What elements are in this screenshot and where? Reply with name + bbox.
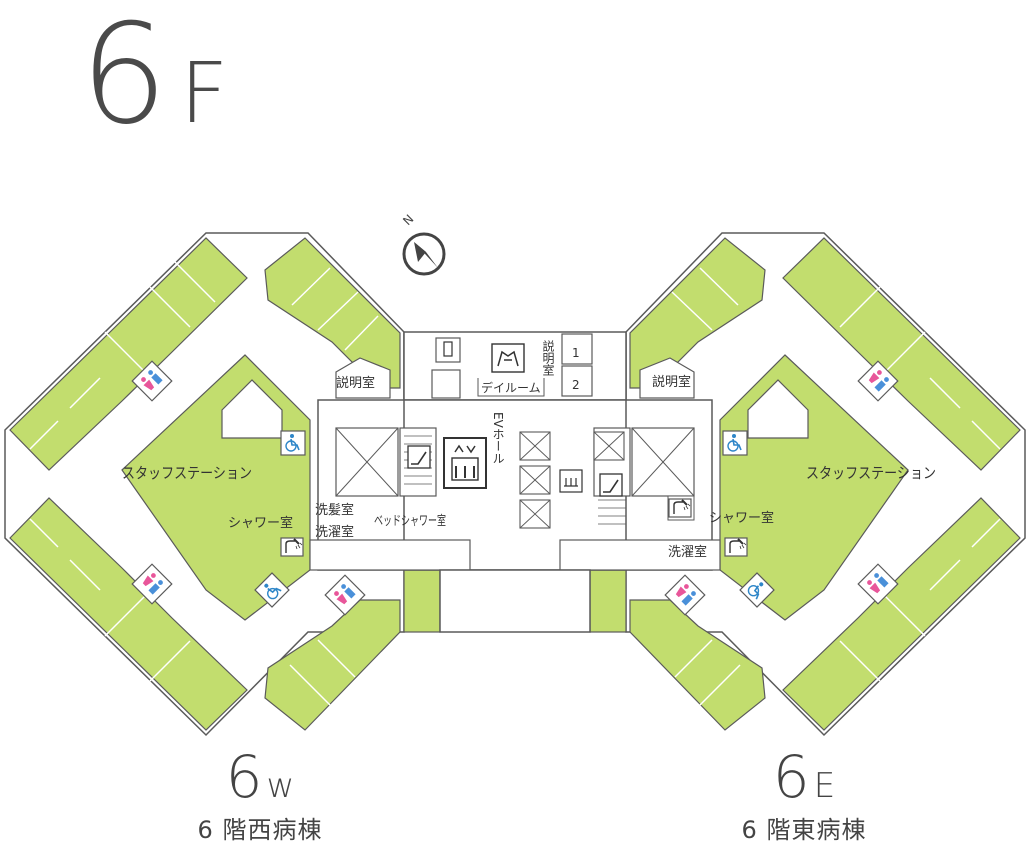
west-wing	[4, 232, 441, 737]
staff-station-left-label: スタッフステーション	[122, 464, 252, 482]
day-room-icon	[491, 343, 525, 373]
consult-room-top-label: 説明室	[541, 339, 555, 376]
floor-number: 6	[80, 0, 168, 155]
accessible-icon	[722, 430, 748, 456]
compass: N	[400, 212, 446, 276]
room-strip	[782, 237, 1021, 471]
bed-shower-label: ベッドシャワー室	[374, 513, 446, 529]
room-strip	[264, 599, 401, 731]
ev-hall-label: EVホール	[491, 412, 505, 464]
hair-wash-label: 洗髪室	[315, 502, 354, 518]
consult-num-1: 1	[572, 346, 580, 360]
east-wing-name: 6 階東病棟	[741, 816, 867, 844]
shower-right-label: シャワー室	[709, 510, 774, 526]
west-wing-number: 6	[225, 743, 263, 811]
floor-letter: F	[179, 44, 229, 142]
accessible-icon	[280, 430, 306, 456]
shower-icon	[668, 498, 692, 518]
shower-left-label: シャワー室	[228, 515, 293, 531]
staff-station-right-label: スタッフステーション	[806, 464, 936, 482]
consult-room-right-label: 説明室	[652, 374, 691, 390]
room-strip	[782, 497, 1021, 731]
west-wing-letter: w	[266, 766, 295, 806]
escalator-icon	[599, 473, 623, 497]
room-strip	[9, 497, 248, 731]
compass-label: N	[400, 212, 416, 228]
room-strip	[9, 237, 248, 471]
east-wing-letter: E	[813, 766, 836, 806]
escalator-icon	[407, 445, 431, 469]
laundry-right-label: 洗濯室	[668, 544, 707, 560]
consult-num-2: 2	[572, 378, 580, 392]
central-core	[309, 331, 721, 633]
room-strip	[629, 599, 766, 731]
day-room-label: デイルーム	[481, 380, 541, 395]
laundry-left-label: 洗濯室	[315, 524, 354, 540]
phone-icon	[435, 337, 461, 363]
consult-room-left-label: 説明室	[336, 375, 375, 391]
shower-icon	[724, 537, 748, 557]
shower-icon	[280, 537, 304, 557]
consult-room-right-shape	[639, 357, 695, 399]
west-wing-name: 6 階西病棟	[197, 816, 323, 844]
east-wing-number: 6	[772, 743, 810, 811]
consult-room-left-shape	[335, 357, 391, 399]
